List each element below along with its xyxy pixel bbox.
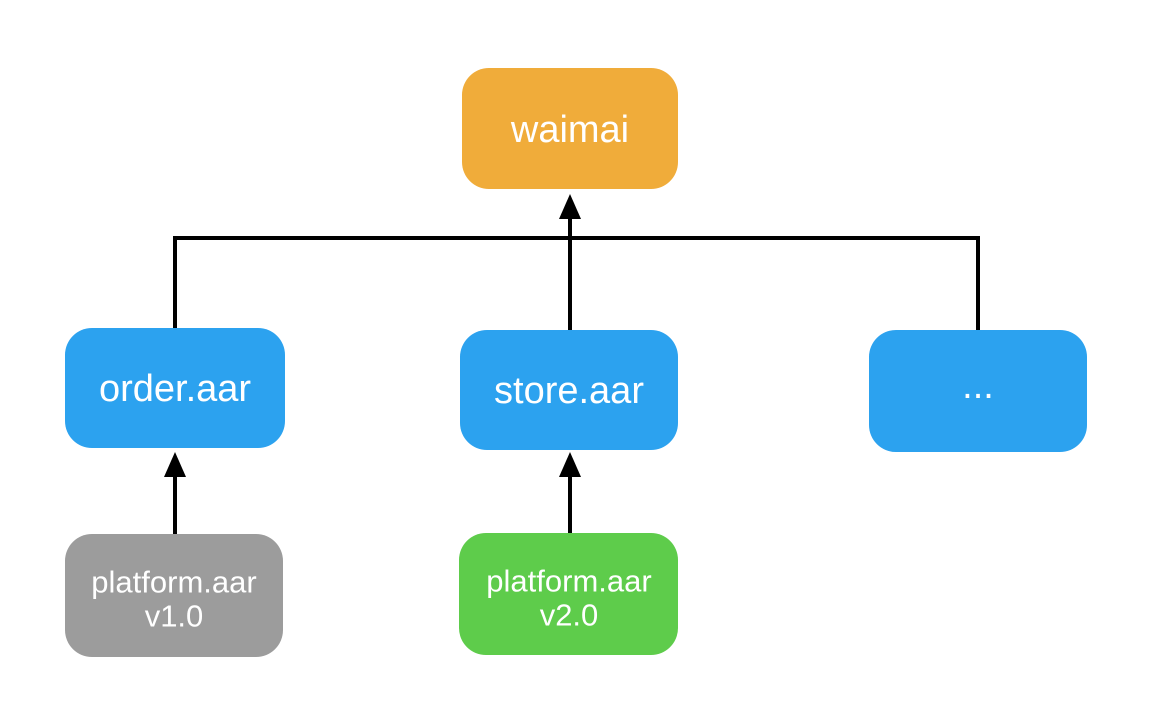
node-order-box: [65, 328, 285, 448]
node-platform-v1-version: v1.0: [145, 599, 204, 634]
node-more: ...: [869, 330, 1087, 452]
connector-bus: [173, 236, 980, 332]
node-waimai: waimai: [462, 68, 678, 189]
node-platform-v1-label: platform.aar: [91, 565, 256, 600]
node-more-box: [869, 330, 1087, 452]
arrowhead-to-waimai: [559, 194, 581, 219]
node-store-box: [460, 330, 678, 450]
node-platform-v2: platform.aar v2.0: [459, 533, 678, 655]
node-platform-v1-box: [65, 534, 283, 657]
node-platform-v2-box: [459, 533, 678, 655]
node-platform-v2-version: v2.0: [540, 598, 599, 633]
node-more-label: ...: [962, 365, 994, 407]
node-waimai-box: [462, 68, 678, 189]
node-platform-v1: platform.aar v1.0: [65, 534, 283, 657]
arrowhead-to-store: [559, 452, 581, 477]
node-waimai-label: waimai: [510, 109, 629, 151]
node-store: store.aar: [460, 330, 678, 450]
node-order: order.aar: [65, 328, 285, 448]
node-platform-v2-label: platform.aar: [486, 564, 651, 599]
node-store-label: store.aar: [494, 370, 644, 412]
node-order-label: order.aar: [99, 368, 251, 410]
connectors: [164, 194, 980, 536]
arrowhead-to-order: [164, 452, 186, 477]
